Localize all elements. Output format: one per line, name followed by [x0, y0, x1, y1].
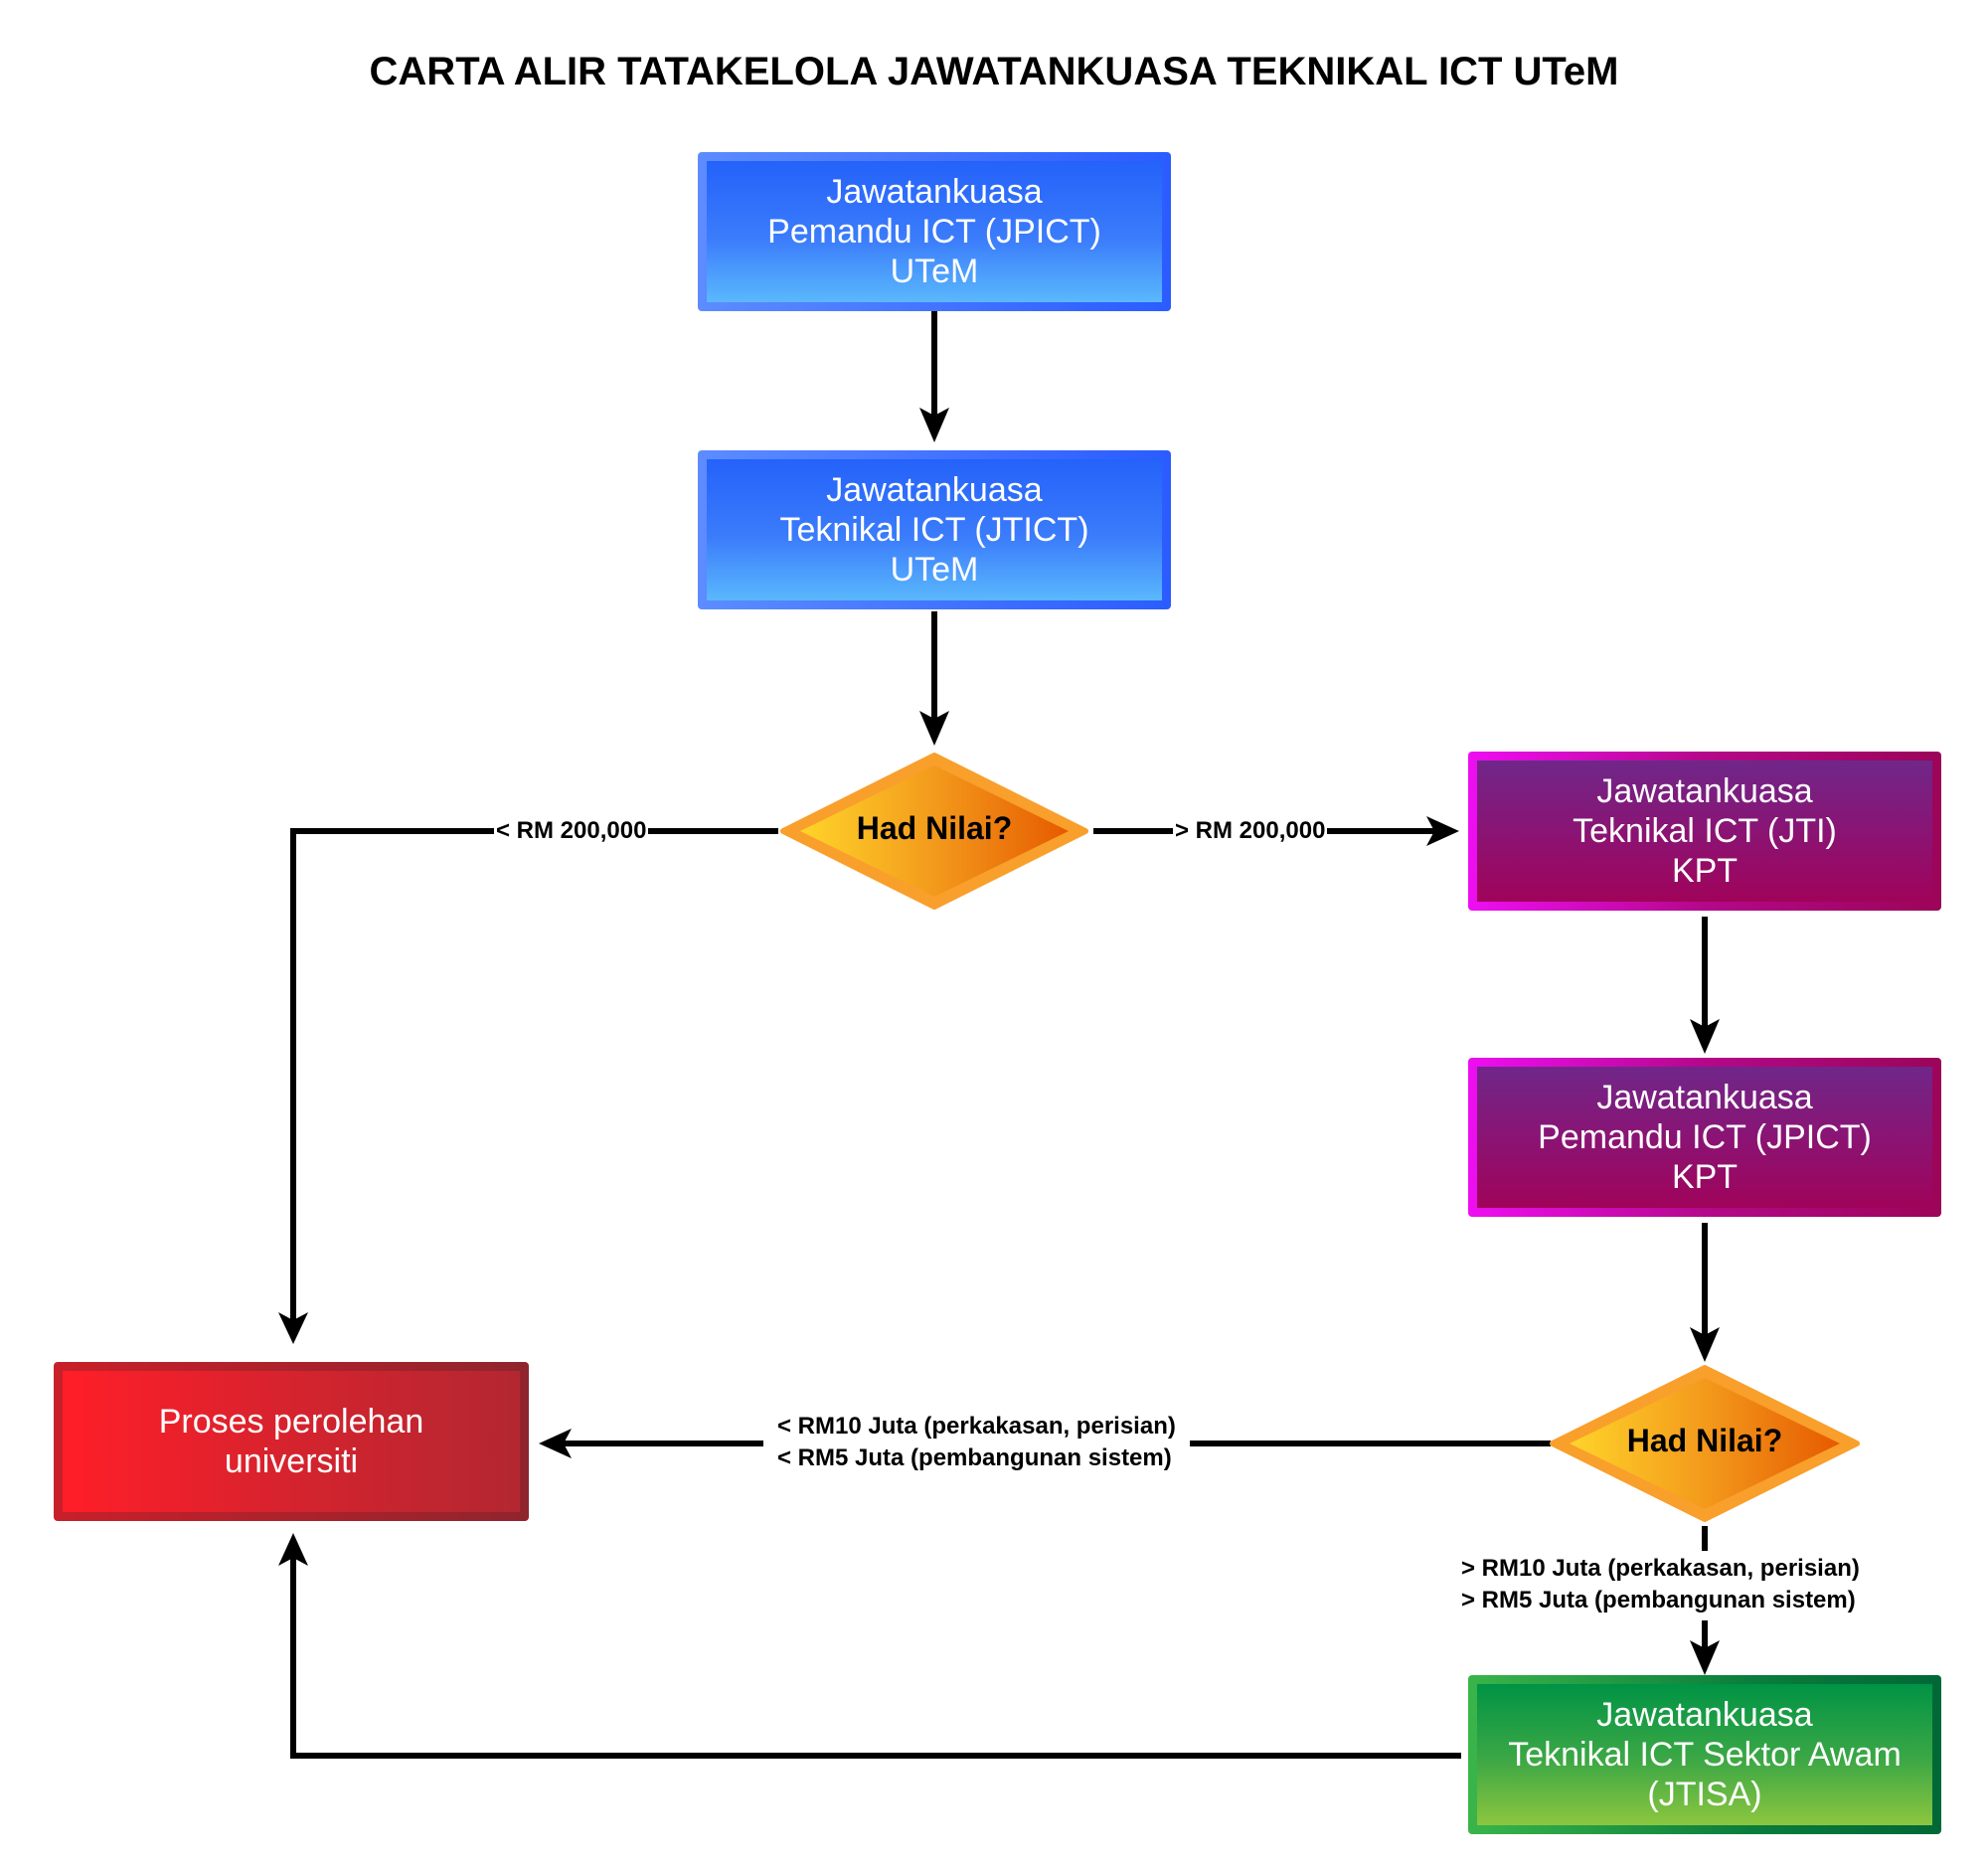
node-jpict-utem-label: Jawatankuasa Pemandu ICT (JPICT) UTeM — [767, 173, 1101, 290]
node-jtisa[interactable]: Jawatankuasa Teknikal ICT Sektor Awam (J… — [1468, 1675, 1941, 1834]
decision-1-label: Had Nilai? — [856, 810, 1013, 846]
arrow-jti-kpt-to-jpict-kpt — [1690, 917, 1720, 1054]
node-jpict-kpt-label: Jawatankuasa Pemandu ICT (JPICT) KPT — [1538, 1079, 1872, 1196]
node-jti-kpt[interactable]: Jawatankuasa Teknikal ICT (JTI) KPT — [1468, 752, 1941, 911]
node-jpict-kpt[interactable]: Jawatankuasa Pemandu ICT (JPICT) KPT — [1468, 1058, 1941, 1217]
decision-2-label: Had Nilai? — [1626, 1423, 1783, 1458]
edge-label-d1-right: > RM 200,000 — [1173, 815, 1328, 847]
node-proses-perolehan[interactable]: Proses perolehan universiti — [54, 1362, 529, 1521]
node-jtict-utem-label: Jawatankuasa Teknikal ICT (JTICT) UTeM — [779, 471, 1089, 589]
arrow-jpict-kpt-to-decision-2 — [1690, 1223, 1720, 1362]
chart-title: CARTA ALIR TATAKELOLA JAWATANKUASA TEKNI… — [369, 50, 1619, 93]
arrow-decision-1-to-proses — [278, 828, 778, 1344]
node-proses-perolehan-label: Proses perolehan universiti — [158, 1403, 424, 1480]
edge-label-d2-down: > RM10 Juta (perkakasan, perisian) > RM5… — [1457, 1553, 1864, 1616]
arrow-jpict-utem-to-jtict-utem — [919, 306, 949, 442]
node-jtisa-label: Jawatankuasa Teknikal ICT Sektor Awam (J… — [1508, 1696, 1902, 1813]
node-jpict-utem[interactable]: Jawatankuasa Pemandu ICT (JPICT) UTeM — [698, 152, 1171, 311]
decision-1-diamond[interactable] — [780, 753, 1088, 910]
edge-label-d1-left: < RM 200,000 — [494, 815, 649, 847]
decision-2-diamond[interactable] — [1550, 1365, 1860, 1522]
node-jti-kpt-label: Jawatankuasa Teknikal ICT (JTI) KPT — [1573, 772, 1837, 890]
node-jtict-utem[interactable]: Jawatankuasa Teknikal ICT (JTICT) UTeM — [698, 450, 1171, 609]
arrow-jtict-utem-to-decision-1 — [919, 611, 949, 746]
edge-label-d2-left: < RM10 Juta (perkakasan, perisian) < RM5… — [763, 1411, 1190, 1474]
arrow-jtisa-to-proses — [278, 1533, 1461, 1759]
arrow-decision-2-to-jtisa — [1690, 1526, 1720, 1675]
